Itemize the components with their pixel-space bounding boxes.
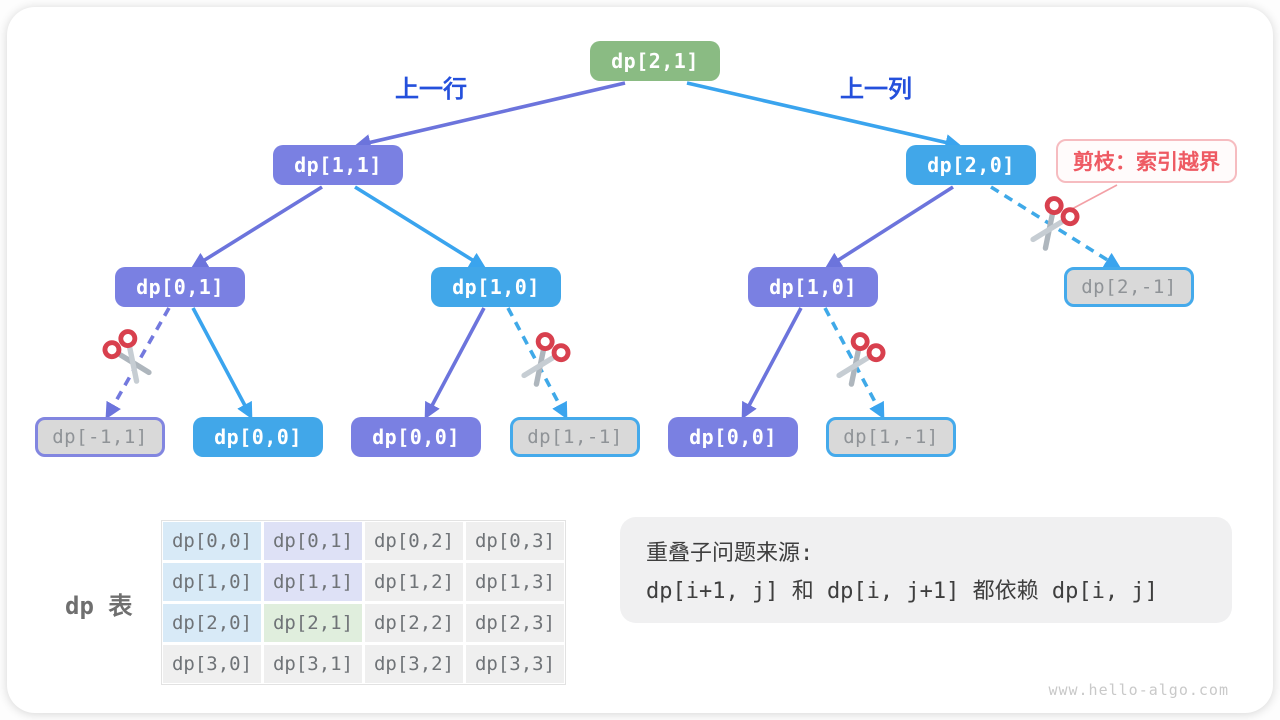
tree-node: dp[1,1]: [273, 145, 403, 185]
tree-node: dp[0,1]: [115, 267, 245, 307]
dp-table-cell: dp[2,0]: [163, 604, 261, 642]
dp-table-cell: dp[2,2]: [365, 604, 463, 642]
dp-table-cell: dp[1,3]: [466, 563, 564, 601]
info-line-2: dp[i+1, j] 和 dp[i, j+1] 都依赖 dp[i, j]: [646, 579, 1158, 604]
dp-table-label: dp 表: [65, 592, 133, 620]
tree-node-pruned: dp[2,-1]: [1064, 267, 1194, 307]
dp-table-cell: dp[1,0]: [163, 563, 261, 601]
dp-table-cell: dp[1,1]: [264, 563, 362, 601]
tree-node: dp[0,0]: [351, 417, 481, 457]
info-line-1: 重叠子问题来源:: [646, 541, 814, 566]
edge-label-prev-row: 上一行: [395, 76, 467, 103]
dp-table-cell: dp[2,1]: [264, 604, 362, 642]
dp-table-cell: dp[3,2]: [365, 645, 463, 683]
tree-node-pruned: dp[1,-1]: [826, 417, 956, 457]
edge-dp10m-to-dp00: [424, 307, 486, 420]
dp-table-cell: dp[2,3]: [466, 604, 564, 642]
edge-dp20-to-dp10: [824, 185, 954, 269]
dp-table-cell: dp[0,1]: [264, 522, 362, 560]
overlap-info-box: 重叠子问题来源: dp[i+1, j] 和 dp[i, j+1] 都依赖 dp[…: [620, 517, 1232, 623]
diagram-canvas: 上一行 上一列 dp[2,1] dp[1,1] dp[2,0] dp[0,1] …: [7, 7, 1273, 713]
edge-dp20-to-dp2m1-pruned: [990, 185, 1122, 269]
tree-node-pruned: dp[1,-1]: [510, 417, 640, 457]
pruning-annotation: 剪枝：索引越界: [1056, 139, 1237, 183]
tree-node-pruned: dp[-1,1]: [35, 417, 165, 457]
scissors-icon: [517, 332, 571, 390]
dp-table-cell: dp[3,0]: [163, 645, 261, 683]
tree-node: dp[1,0]: [748, 267, 878, 307]
tree-node: dp[2,0]: [906, 145, 1036, 185]
tree-node: dp[1,0]: [431, 267, 561, 307]
edge-root-to-dp20: [686, 81, 962, 151]
edge-dp10m-to-dp1m1-pruned: [506, 307, 568, 420]
dp-table-cell: dp[0,2]: [365, 522, 463, 560]
dp-table-cell: dp[0,3]: [466, 522, 564, 560]
tree-node-root: dp[2,1]: [590, 41, 720, 81]
dp-table: dp[0,0] dp[0,1] dp[0,2] dp[0,3] dp[1,0] …: [161, 520, 566, 685]
dp-table-cell: dp[3,3]: [466, 645, 564, 683]
tree-node: dp[0,0]: [193, 417, 323, 457]
watermark: www.hello-algo.com: [1048, 681, 1229, 699]
dp-table-cell: dp[3,1]: [264, 645, 362, 683]
edge-dp01-to-dpm11-pruned: [105, 307, 171, 420]
scissors-icon: [832, 332, 886, 390]
edge-label-prev-col: 上一列: [840, 76, 912, 103]
scissors-icon: [102, 329, 156, 387]
edge-dp10r-to-dp1m1-pruned: [823, 307, 885, 420]
annotation-connector-line: [1069, 184, 1118, 211]
edge-dp01-to-dp00: [191, 307, 253, 420]
dp-table-cell: dp[1,2]: [365, 563, 463, 601]
tree-node: dp[0,0]: [668, 417, 798, 457]
dp-table-cell: dp[0,0]: [163, 522, 261, 560]
scissors-icon: [1026, 196, 1080, 254]
edge-dp10r-to-dp00: [741, 307, 803, 420]
edge-dp11-to-dp10: [354, 185, 487, 269]
edge-dp11-to-dp01: [190, 185, 323, 269]
